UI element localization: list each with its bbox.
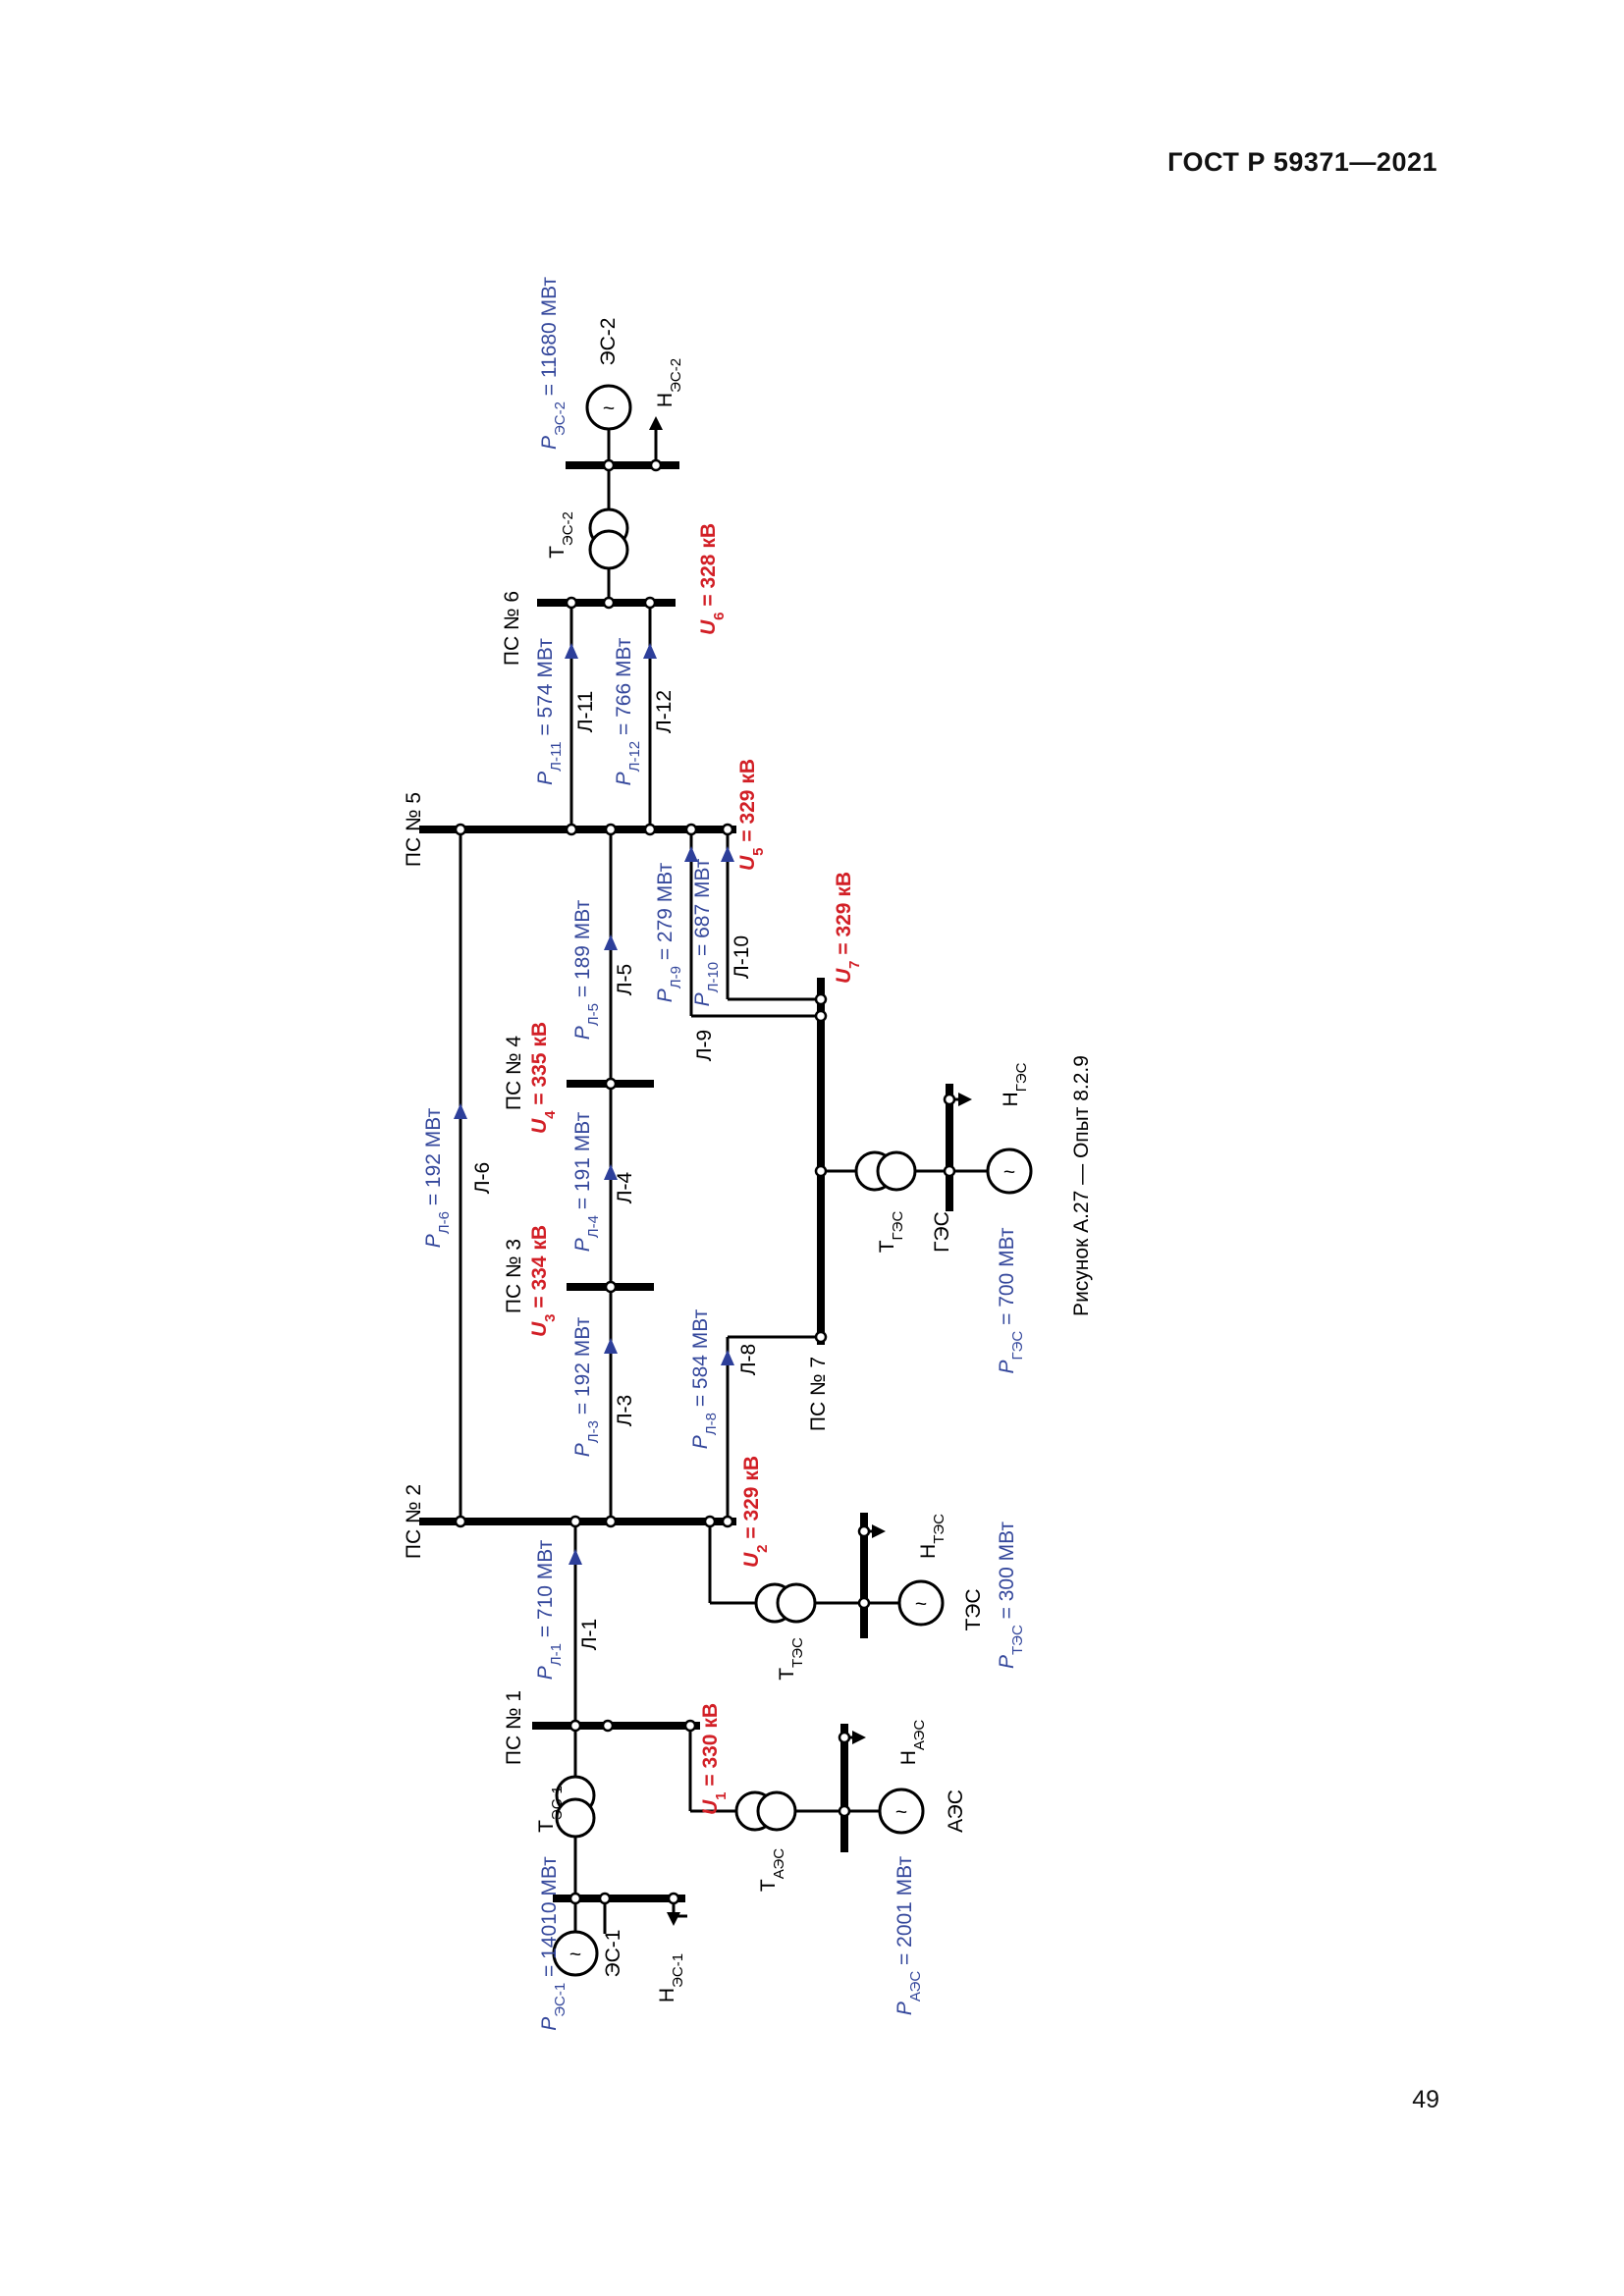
transformer-es1-symbol [555, 1775, 596, 1839]
flow-label-l8: PЛ-8 = 584 МВт [689, 1308, 720, 1449]
label-l5: Л-5 [614, 964, 636, 995]
generators: ~ ~ ~ ~ ~ [552, 384, 1033, 1977]
load-label-es2: НЭС-2 [654, 358, 684, 407]
load-arrow-es1-icon [667, 1912, 680, 1926]
load-label-es1: НЭС-1 [656, 1953, 686, 2002]
label-es2: ЭС-2 [597, 318, 620, 366]
load-label-ges: НГЭС [1000, 1062, 1030, 1106]
generator-tes-symbol: ~ [897, 1579, 945, 1627]
line-labels: Л-1 Л-3 Л-4 Л-5 Л-6 Л-8 Л-9 Л-10 Л-11 Л-… [471, 690, 760, 1650]
load-arrows [649, 416, 972, 1926]
load-label-tes: НТЭС [917, 1514, 947, 1559]
flow-arrow-l12-icon [643, 643, 657, 659]
bus-voltage-labels: U1 = 330 кВ U2 = 329 кВ U3 = 334 кВ U4 =… [528, 523, 863, 1815]
transformer-es2-symbol [588, 507, 629, 570]
label-ges: ГЭС [931, 1211, 953, 1253]
generator-aes-symbol: ~ [878, 1788, 925, 1835]
transformer-aes-symbol [734, 1790, 797, 1832]
svg-text:~: ~ [895, 1801, 907, 1824]
svg-text:~: ~ [915, 1593, 927, 1616]
transformer-tes-symbol [754, 1582, 817, 1624]
voltage-label-u1: U1 = 330 кВ [699, 1703, 730, 1815]
flow-label-l4: PЛ-4 = 191 МВт [571, 1111, 602, 1252]
generator-es2-symbol: ~ [585, 384, 632, 431]
flow-label-l11: PЛ-11 = 574 МВт [534, 638, 565, 785]
flow-arrow-l6-icon [454, 1103, 467, 1119]
voltage-label-u6: U6 = 328 кВ [697, 523, 728, 635]
label-l12: Л-12 [653, 690, 676, 733]
load-arrow-aes-icon [852, 1731, 866, 1744]
label-ps1: ПС № 1 [503, 1690, 525, 1765]
label-ps4: ПС № 4 [503, 1036, 525, 1110]
transformer-ges-symbol [854, 1150, 917, 1192]
load-arrow-tes-icon [872, 1524, 886, 1538]
flow-arrow-l10-icon [721, 846, 734, 862]
flow-arrows [454, 643, 734, 1565]
trans-label-es2: ТЭС-2 [546, 511, 576, 559]
load-label-aes: НАЭС [897, 1720, 928, 1766]
flow-label-l9: PЛ-9 = 279 МВт [654, 862, 684, 1002]
voltage-label-u5: U5 = 329 кВ [736, 759, 767, 871]
voltage-label-u3: U3 = 334 кВ [528, 1225, 559, 1337]
svg-text:~: ~ [569, 1944, 581, 1966]
flow-label-l10: PЛ-10 = 687 МВт [691, 858, 722, 1006]
flow-arrow-l8-icon [721, 1350, 734, 1365]
page-number: 49 [1412, 2086, 1439, 2113]
voltage-label-u7: U7 = 329 кВ [833, 872, 863, 984]
generator-labels: ЭС-1 PЭС-1 = 14010 МВт ТЭС-1 НЭС-1 АЭС P… [535, 277, 1030, 2031]
document-standard-header: ГОСТ Р 59371—2021 [1167, 147, 1437, 177]
label-l1: Л-1 [578, 1619, 601, 1650]
figure-caption: Рисунок А.27 — Опыт 8.2.9 [1070, 1055, 1093, 1316]
label-l9: Л-9 [693, 1030, 716, 1061]
flow-arrow-l4-icon [604, 1164, 618, 1180]
generator-ges-symbol: ~ [986, 1148, 1033, 1195]
trans-label-ges: ТГЭС [876, 1211, 906, 1254]
connection-nodes [454, 458, 956, 1905]
label-es1: ЭС-1 [602, 1930, 624, 1978]
svg-text:~: ~ [603, 398, 615, 420]
label-l6: Л-6 [471, 1162, 494, 1194]
flow-arrow-l1-icon [568, 1549, 582, 1565]
power-label-es1: PЭС-1 = 14010 МВт [538, 1856, 568, 2031]
label-l11: Л-11 [574, 691, 597, 733]
transformers [555, 507, 917, 1839]
trans-label-es1: ТЭС-1 [535, 1786, 566, 1833]
load-arrow-es2-icon [649, 416, 663, 430]
label-ps3: ПС № 3 [503, 1239, 525, 1313]
power-label-ges: PГЭС = 700 МВт [996, 1227, 1026, 1373]
flow-label-l6: PЛ-6 = 192 МВт [422, 1107, 453, 1248]
flow-label-l12: PЛ-12 = 766 МВт [613, 637, 643, 785]
flow-arrow-l5-icon [604, 934, 618, 950]
svg-text:~: ~ [1003, 1161, 1015, 1184]
label-ps2: ПС № 2 [403, 1484, 425, 1559]
flow-arrow-l11-icon [565, 643, 578, 659]
trans-label-aes: ТАЭС [757, 1848, 787, 1892]
flow-label-l1: PЛ-1 = 710 МВт [534, 1539, 565, 1680]
flow-arrow-l3-icon [604, 1338, 618, 1354]
voltage-label-u2: U2 = 329 кВ [740, 1456, 771, 1568]
label-l10: Л-10 [731, 935, 753, 979]
voltage-label-u4: U4 = 335 кВ [528, 1022, 559, 1134]
substation-labels: ПС № 1 ПС № 2 ПС № 3 ПС № 4 ПС № 5 ПС № … [403, 591, 830, 1765]
label-l4: Л-4 [614, 1171, 636, 1203]
flow-label-l3: PЛ-3 = 192 МВт [571, 1316, 602, 1457]
flow-label-l5: PЛ-5 = 189 МВт [571, 899, 602, 1040]
generator-es1-symbol: ~ [552, 1930, 599, 1977]
trans-label-tes: ТТЭС [776, 1637, 806, 1681]
label-ps7: ПС № 7 [807, 1357, 830, 1431]
line-flow-labels: PЛ-1 = 710 МВт PЛ-3 = 192 МВт PЛ-4 = 191… [422, 637, 722, 1680]
label-tes: ТЭС [962, 1588, 985, 1630]
label-ps6: ПС № 6 [501, 591, 523, 666]
load-arrow-ges-icon [958, 1093, 972, 1106]
power-label-tes: PТЭС = 300 МВт [996, 1522, 1026, 1669]
power-label-aes: PАЭС = 2001 МВт [893, 1856, 924, 2016]
flow-arrow-l9-icon [684, 846, 698, 862]
label-ps5: ПС № 5 [403, 792, 425, 867]
label-aes: АЭС [945, 1789, 967, 1833]
label-l3: Л-3 [614, 1395, 636, 1426]
label-l8: Л-8 [737, 1344, 760, 1375]
power-label-es2: PЭС-2 = 11680 МВт [538, 277, 568, 450]
